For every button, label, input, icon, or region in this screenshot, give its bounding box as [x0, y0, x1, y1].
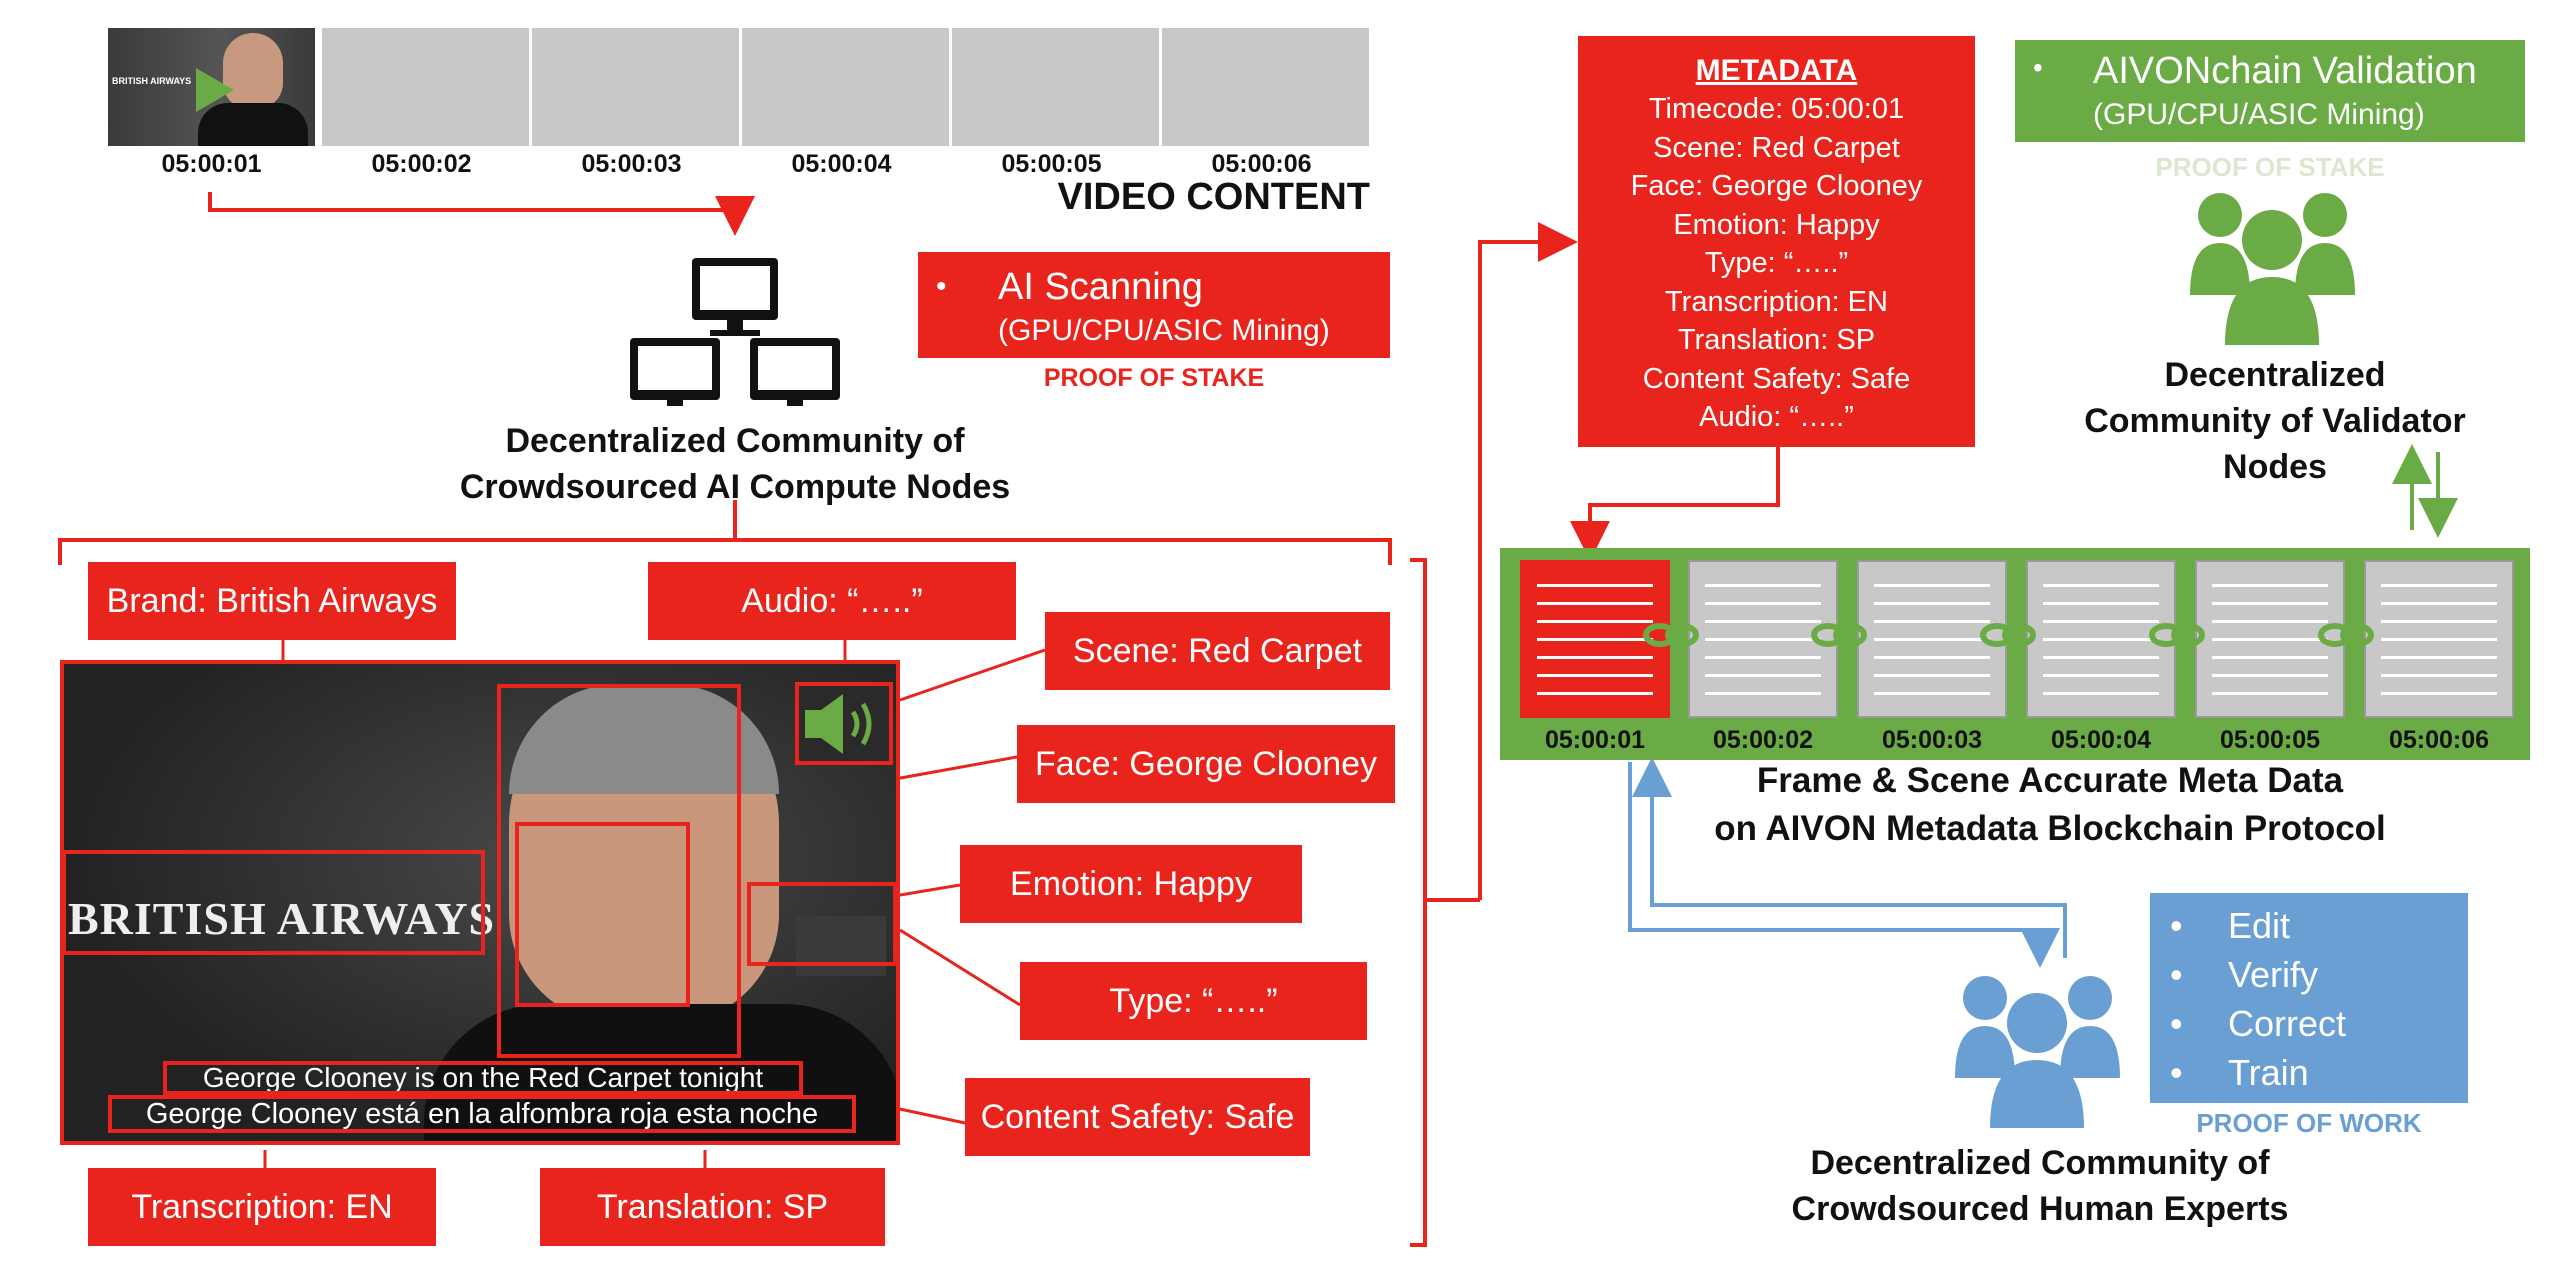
video-timecode-1: 05:00:01 — [161, 150, 262, 178]
video-frame-thumbnail-4[interactable] — [742, 28, 949, 146]
play-icon[interactable] — [196, 68, 234, 112]
bullet-dot: • — [2170, 954, 2183, 995]
blockchain-bar — [1500, 548, 2530, 760]
compute-caption-line-2: Crowdsourced AI Compute Nodes — [459, 468, 1011, 506]
bullet-dot: • — [2170, 1052, 2183, 1093]
scene-detection-box[interactable] — [497, 684, 741, 1058]
human-proof-label: PROOF OF WORK — [2196, 1108, 2422, 1138]
block-timecode-2: 05:00:02 — [1712, 726, 1814, 754]
ai-scanning-subtitle: (GPU/CPU/ASIC Mining) — [998, 314, 1330, 347]
metadata-title: METADATA — [1695, 54, 1858, 87]
face-detection-box[interactable] — [515, 822, 690, 1007]
human-caption-line-2: Crowdsourced Human Experts — [1791, 1190, 2289, 1228]
metadata-line-content-safety: Content Safety: Safe — [1642, 362, 1911, 395]
video-frame-thumbnail-5[interactable] — [952, 28, 1159, 146]
subtitle-es[interactable]: George Clooney está en la alfombra roja … — [108, 1095, 856, 1133]
video-timecode-2: 05:00:02 — [371, 150, 472, 178]
metadata-line-timecode: Timecode: 05:00:01 — [1648, 93, 1905, 125]
video-frame-thumbnail-3[interactable] — [532, 28, 739, 146]
validator-caption-line-3: Nodes — [2223, 448, 2327, 486]
metadata-panel: METADATA Timecode: 05:00:01 Scene: Red C… — [1578, 36, 1975, 447]
validator-people-icon — [2190, 185, 2355, 345]
task-list: Edit Verify Correct Train — [2228, 901, 2346, 1097]
validator-caption: Decentralized Community of Validator Nod… — [2040, 352, 2510, 490]
tag-transcription[interactable]: Transcription: EN — [88, 1168, 436, 1246]
human-experts-people-icon — [1955, 968, 2120, 1128]
block-timecode-1: 05:00:01 — [1544, 726, 1646, 754]
metadata-line-scene: Scene: Red Carpet — [1653, 131, 1900, 164]
tag-translation[interactable]: Translation: SP — [540, 1168, 885, 1246]
subtitle-en[interactable]: George Clooney is on the Red Carpet toni… — [163, 1061, 803, 1095]
tag-audio[interactable]: Audio: “…..” — [648, 562, 1016, 640]
metadata-lines: Timecode: 05:00:01 Scene: Red Carpet Fac… — [1578, 90, 1975, 437]
bullet-dot: • — [936, 270, 947, 303]
ai-scanning-proof-label: PROOF OF STAKE — [1043, 364, 1265, 392]
tag-brand[interactable]: Brand: British Airways — [88, 562, 456, 640]
video-frame-thumbnail-6[interactable] — [1162, 28, 1369, 146]
tag-scene[interactable]: Scene: Red Carpet — [1045, 612, 1390, 690]
video-frame-thumbnail-2[interactable] — [322, 28, 529, 146]
block-timecode-6: 05:00:06 — [2388, 726, 2490, 754]
speaker-icon — [805, 694, 872, 754]
tag-emotion[interactable]: Emotion: Happy — [960, 845, 1302, 923]
blockchain-caption: Frame & Scene Accurate Meta Data on AIVO… — [1600, 757, 2500, 853]
computers-icon — [630, 258, 840, 408]
validator-caption-line-1: Decentralized — [2164, 356, 2386, 394]
video-timecode-5: 05:00:05 — [1001, 150, 1102, 178]
metadata-line-type: Type: “…..” — [1704, 247, 1849, 279]
task-train: Train — [2228, 1052, 2309, 1093]
tag-content-safety[interactable]: Content Safety: Safe — [965, 1078, 1310, 1156]
video-frame-thumbnail-1[interactable]: BRITISH AIRWAYS — [108, 28, 315, 146]
block-timecode-5: 05:00:05 — [2219, 726, 2321, 754]
metadata-line-transcription: Transcription: EN — [1665, 285, 1888, 318]
validation-subtitle: (GPU/CPU/ASIC Mining) — [2093, 98, 2425, 131]
video-timecode-6: 05:00:06 — [1211, 150, 1312, 178]
video-timecode-4: 05:00:04 — [791, 150, 892, 178]
brand-detection-box[interactable] — [62, 850, 485, 955]
bullet-dot: • — [2170, 1003, 2183, 1044]
task-edit: Edit — [2228, 905, 2291, 946]
type-region-image — [796, 916, 886, 976]
task-verify: Verify — [2228, 954, 2319, 995]
block-6[interactable] — [2364, 560, 2514, 718]
bullet-dot: • — [2033, 52, 2043, 83]
task-bullets: • • • • — [2170, 901, 2183, 1097]
chain-links — [1643, 623, 2374, 647]
human-tasks-box: • • • • Edit Verify Correct Train — [2150, 893, 2468, 1103]
task-correct: Correct — [2228, 1003, 2347, 1044]
ai-scanning-box: • AI Scanning (GPU/CPU/ASIC Mining) — [918, 252, 1390, 358]
compute-nodes-caption: Decentralized Community of Crowdsourced … — [380, 418, 1090, 510]
metadata-line-face: Face: George Clooney — [1630, 170, 1923, 202]
block-timecode-4: 05:00:04 — [2050, 726, 2152, 754]
validation-box: • AIVONchain Validation (GPU/CPU/ASIC Mi… — [2015, 40, 2525, 142]
video-timecode-3: 05:00:03 — [581, 150, 682, 178]
blockchain-caption-line-2: on AIVON Metadata Blockchain Protocol — [1714, 809, 2386, 848]
metadata-line-emotion: Emotion: Happy — [1673, 208, 1880, 241]
type-detection-box[interactable] — [747, 882, 897, 966]
human-experts-caption: Decentralized Community of Crowdsourced … — [1700, 1140, 2380, 1232]
video-content-label: VIDEO CONTENT — [1057, 176, 1370, 218]
validation-proof-label: PROOF OF STAKE — [2155, 152, 2385, 182]
block-timecode-3: 05:00:03 — [1881, 726, 1983, 754]
ai-scanning-title: AI Scanning — [998, 266, 1203, 308]
compute-caption-line-1: Decentralized Community of — [505, 422, 965, 460]
validation-title: AIVONchain Validation — [2093, 50, 2477, 92]
person-suit-image — [424, 1004, 896, 1141]
bullet-dot: • — [2170, 905, 2183, 946]
human-caption-line-1: Decentralized Community of — [1810, 1144, 2270, 1182]
blockchain-caption-line-1: Frame & Scene Accurate Meta Data — [1756, 761, 2344, 800]
metadata-line-translation: Translation: SP — [1677, 324, 1876, 356]
thumbnail-logo-text: BRITISH AIRWAYS — [112, 76, 192, 86]
validator-caption-line-2: Community of Validator — [2084, 402, 2466, 440]
tag-type[interactable]: Type: “…..” — [1020, 962, 1367, 1040]
tag-face[interactable]: Face: George Clooney — [1017, 725, 1395, 803]
metadata-line-audio: Audio: “…..” — [1699, 401, 1854, 433]
audio-detection-box[interactable] — [795, 682, 893, 765]
frame-logo-text: BRITISH AIRWAYS — [68, 893, 496, 944]
